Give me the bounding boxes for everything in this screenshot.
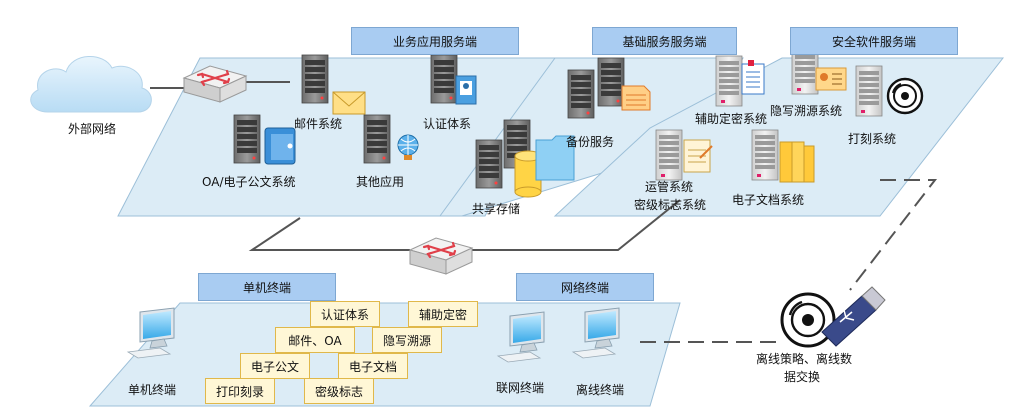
server-tower-icon xyxy=(855,65,883,117)
folder-icon xyxy=(535,135,575,181)
envelope-icon xyxy=(332,91,366,115)
folder-icon xyxy=(264,127,296,165)
engraving-system-label: 打刻系统 xyxy=(848,132,897,146)
network-terminal-label: 联网终端 xyxy=(496,381,545,395)
aux-classification-label: 辅助定密系统 xyxy=(695,112,768,126)
header-base-servers: 基础服务服务端 xyxy=(592,27,737,55)
offline-policy-label-line2: 据交换 xyxy=(784,370,821,384)
folder-icon xyxy=(779,141,815,183)
header-standalone-terminal: 单机终端 xyxy=(198,273,336,301)
server-tower-icon xyxy=(655,129,683,181)
tag-e-official-doc: 电子公文 xyxy=(240,353,310,379)
document-icon xyxy=(683,139,713,173)
offline-policy-label-line1: 离线策略、离线数 xyxy=(756,352,853,366)
tag-auth: 认证体系 xyxy=(310,301,380,327)
server-tower-icon xyxy=(233,114,261,164)
server-tower-icon xyxy=(751,129,779,181)
server-tower-icon xyxy=(301,54,329,104)
auth-system-label: 认证体系 xyxy=(423,117,472,131)
tag-steganography: 隐写溯源 xyxy=(372,327,442,353)
tag-aux-classification: 辅助定密 xyxy=(408,301,478,327)
server-tower-icon xyxy=(715,55,743,107)
usb-drive-icon xyxy=(821,286,886,347)
link-core-security xyxy=(460,199,681,251)
server-tower-icon xyxy=(363,114,391,164)
server-tower-icon xyxy=(475,139,503,189)
standalone-terminal-label: 单机终端 xyxy=(128,383,177,397)
document-icon xyxy=(621,85,651,111)
server-tower-icon xyxy=(597,57,625,107)
shared-storage-label: 共享存储 xyxy=(472,202,521,216)
other-apps-label: 其他应用 xyxy=(356,175,405,189)
header-security-servers: 安全软件服务端 xyxy=(790,27,958,55)
globe-icon xyxy=(397,134,419,160)
ops-system-label: 运管系统 xyxy=(645,180,694,194)
tag-mail-oa: 邮件、OA xyxy=(275,327,355,353)
backup-service-label: 备份服务 xyxy=(566,135,615,149)
link-offline-security xyxy=(849,179,938,291)
edoc-system-label: 电子文档系统 xyxy=(732,193,805,207)
cloud-icon xyxy=(30,55,152,113)
server-tower-icon xyxy=(567,69,595,119)
classification-mark-label: 密级标志系统 xyxy=(634,198,707,212)
tag-classification-mark: 密级标志 xyxy=(304,378,374,404)
document-icon xyxy=(741,60,765,95)
network-switch-icon xyxy=(408,236,474,276)
external-network-label: 外部网络 xyxy=(68,122,117,136)
oa-system-label: OA/电子公文系统 xyxy=(202,175,296,189)
id-card-icon xyxy=(455,75,477,105)
mail-system-label: 邮件系统 xyxy=(294,117,343,131)
server-tower-icon xyxy=(430,54,458,104)
link-business-core xyxy=(248,217,410,251)
tag-e-document: 电子文档 xyxy=(338,353,408,379)
steganography-trace-label: 隐写溯源系统 xyxy=(770,104,843,118)
optical-disc-icon xyxy=(780,292,836,348)
header-business-servers: 业务应用服务端 xyxy=(351,27,519,55)
header-network-terminal: 网络终端 xyxy=(516,273,654,301)
tag-print-burn: 打印刻录 xyxy=(205,378,275,404)
offline-terminal-label: 离线终端 xyxy=(576,383,625,397)
optical-disc-icon xyxy=(886,77,924,115)
id-card-icon xyxy=(815,67,847,91)
